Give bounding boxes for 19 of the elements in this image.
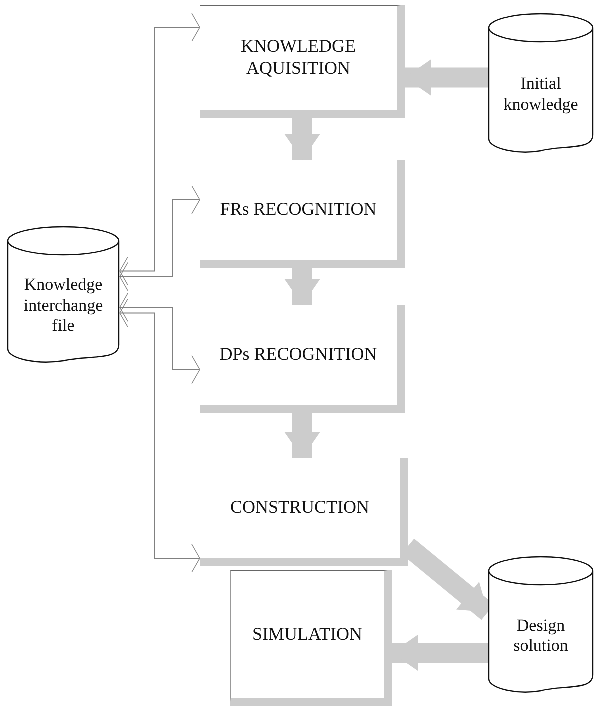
connector-arrow: [120, 186, 200, 292]
node-label: CONSTRUCTION: [230, 497, 370, 519]
connector-arrow: [120, 13, 200, 286]
node-label: Knowledge interchange file: [22, 275, 104, 337]
block-arrow: [284, 268, 320, 305]
connector-arrow: [120, 293, 200, 384]
process-box: [230, 570, 392, 706]
node-label: FRs RECOGNITION: [220, 199, 377, 221]
process-box: [200, 5, 405, 118]
node-label: Design solution: [512, 616, 570, 656]
node-label: Initial knowledge: [502, 74, 580, 115]
block-arrow: [284, 118, 320, 160]
node-label: SIMULATION: [252, 624, 362, 646]
node-label: KNOWLEDGE AQUISITION: [240, 36, 357, 80]
node-label: DPs RECOGNITION: [220, 344, 378, 366]
block-arrow: [392, 635, 488, 671]
block-arrow: [284, 413, 320, 458]
connector-arrow: [120, 298, 200, 573]
block-arrow: [405, 60, 488, 96]
